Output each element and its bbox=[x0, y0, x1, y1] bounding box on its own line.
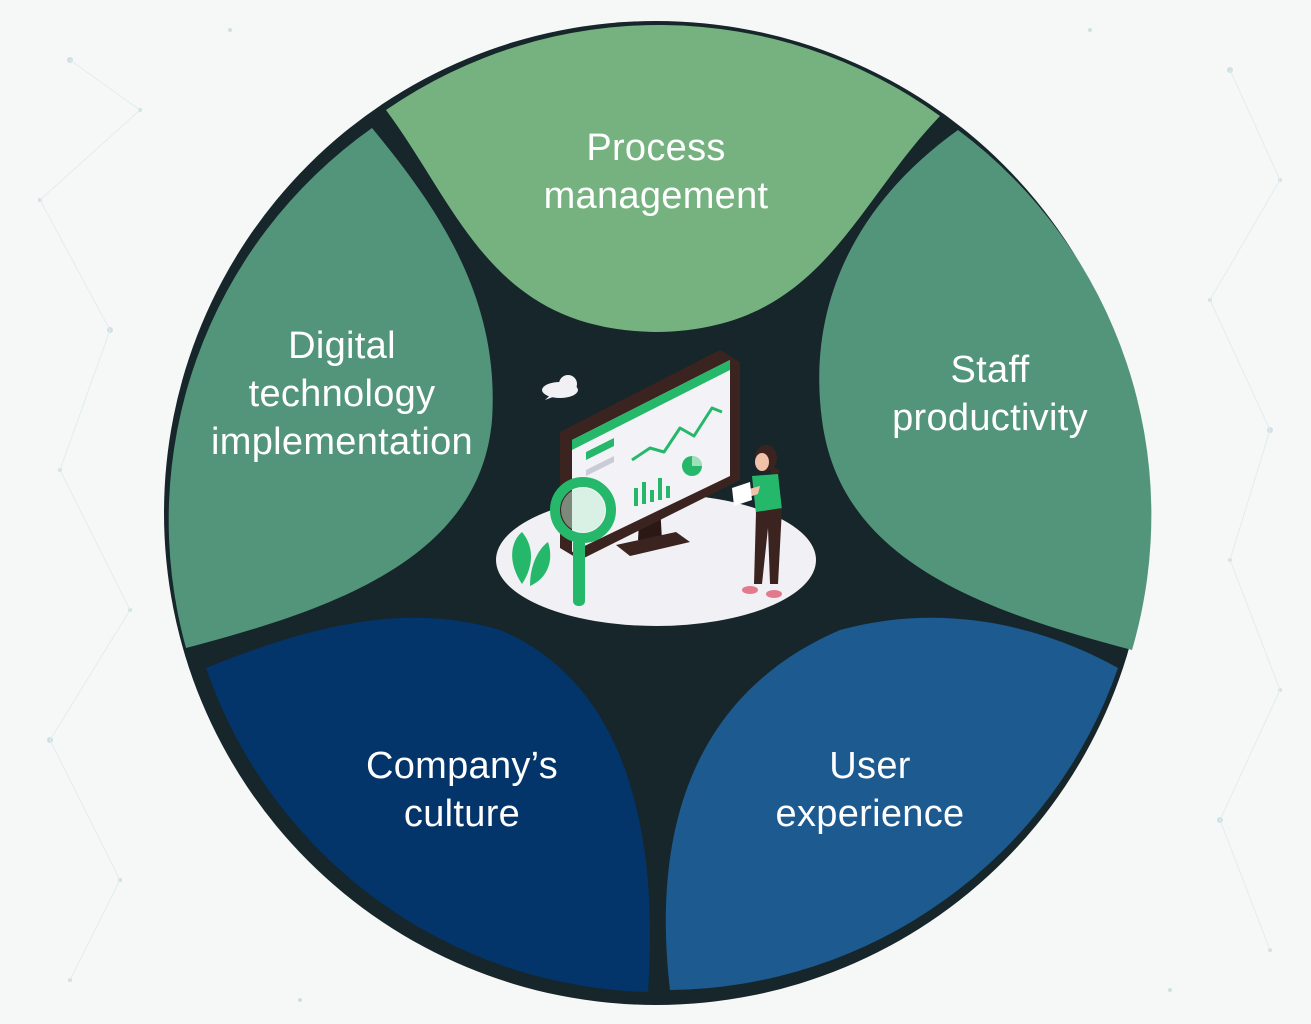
cloud-icon bbox=[542, 375, 578, 400]
segment-label-line: culture bbox=[404, 793, 520, 835]
segment-label-staff: Staff productivity bbox=[892, 349, 1088, 439]
person-icon bbox=[732, 445, 782, 598]
segment-label-line: Process bbox=[586, 127, 725, 169]
magnifier-icon bbox=[550, 477, 616, 606]
segment-label-process: Process management bbox=[544, 127, 769, 217]
background-network-lines bbox=[39, 59, 1281, 981]
segment-label-digital: Digital technology implementation bbox=[211, 325, 473, 463]
plant-icon bbox=[512, 532, 551, 586]
segment-label-line: Staff bbox=[951, 349, 1030, 391]
segment-label-line: management bbox=[544, 175, 769, 217]
segment-label-user: User experience bbox=[776, 745, 965, 835]
segment-process bbox=[386, 24, 940, 333]
segment-staff bbox=[819, 130, 1152, 650]
segment-label-culture: Company’s culture bbox=[366, 745, 558, 835]
segment-label-line: User bbox=[829, 745, 910, 787]
segment-culture bbox=[206, 617, 651, 992]
segment-label-line: implementation bbox=[211, 421, 473, 463]
wheel-segments bbox=[168, 24, 1152, 992]
segment-label-line: productivity bbox=[892, 397, 1088, 439]
segment-digital bbox=[168, 128, 493, 648]
segment-label-line: Digital bbox=[288, 325, 396, 367]
center-illustration bbox=[496, 350, 816, 626]
segment-label-line: Company’s bbox=[366, 745, 558, 787]
segment-label-line: technology bbox=[249, 373, 436, 415]
segment-user bbox=[665, 617, 1118, 990]
segment-label-line: experience bbox=[776, 793, 965, 835]
